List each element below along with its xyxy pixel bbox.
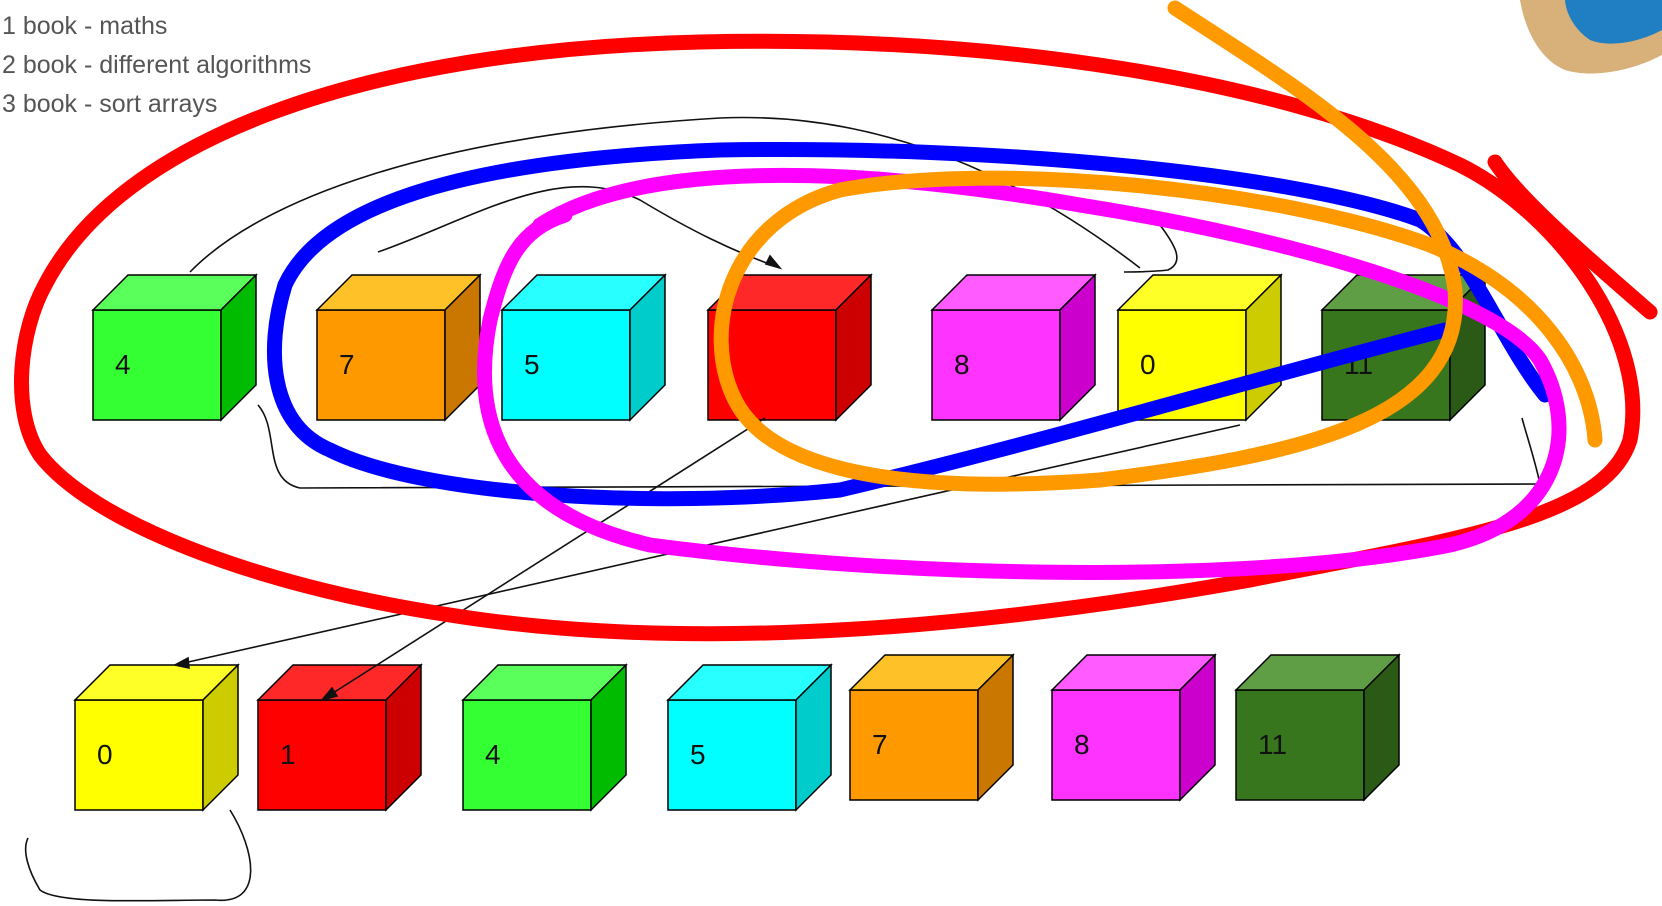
cube-front-face (463, 700, 591, 810)
cube-front-face (258, 700, 386, 810)
cube-front-face (1052, 690, 1180, 800)
ink-arrow-red-to-1 (322, 418, 765, 700)
unsorted-cube-0: 4 (93, 275, 256, 420)
cube-front-face (850, 690, 978, 800)
sorted-cube-4: 7 (850, 655, 1013, 800)
sorted-row: 0 1 4 5 7 8 11 (75, 655, 1399, 810)
arrowhead-top (766, 256, 780, 268)
ink-bracket-row2 (26, 810, 251, 901)
ink-hook-right (1124, 225, 1177, 272)
cube-label: 7 (339, 349, 355, 380)
cube-front-face (668, 700, 796, 810)
cube-front-face (502, 310, 630, 420)
cube-label: 4 (115, 349, 131, 380)
unsorted-cube-1: 7 (317, 275, 480, 420)
sorted-cube-1: 1 (258, 665, 421, 810)
sorted-cube-5: 8 (1052, 655, 1215, 800)
cube-label: 0 (97, 739, 113, 770)
toy-block-image (1520, 0, 1662, 74)
cube-front-face (1236, 690, 1364, 800)
sorted-cube-3: 5 (668, 665, 831, 810)
cube-label: 8 (1074, 729, 1090, 760)
cube-label: 4 (485, 739, 501, 770)
cube-label: 7 (872, 729, 888, 760)
cube-front-face (932, 310, 1060, 420)
cube-label: 1 (280, 739, 296, 770)
cube-label: 0 (1140, 349, 1156, 380)
cube-label: 8 (954, 349, 970, 380)
sorted-cube-6: 11 (1236, 655, 1399, 800)
cube-front-face (93, 310, 221, 420)
unsorted-cube-2: 5 (502, 275, 665, 420)
cube-label: 5 (524, 349, 540, 380)
unsorted-cube-4: 8 (932, 275, 1095, 420)
cube-front-face (75, 700, 203, 810)
sorted-cube-2: 4 (463, 665, 626, 810)
cube-label: 11 (1258, 729, 1287, 760)
cube-front-face (317, 310, 445, 420)
sorted-cube-0: 0 (75, 665, 238, 810)
cube-label: 5 (690, 739, 706, 770)
